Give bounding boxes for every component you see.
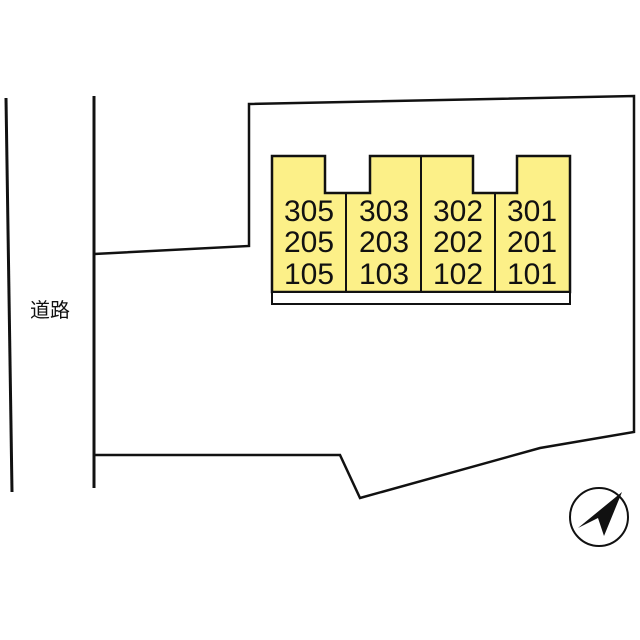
lot-boundary: [93, 94, 636, 500]
unit-number: 301: [507, 195, 557, 228]
balcony-strip: [271, 291, 571, 305]
unit-number: 203: [359, 226, 409, 259]
road-label: 道路: [30, 298, 70, 322]
unit-number: 202: [433, 226, 483, 259]
unit-number: 201: [507, 226, 557, 259]
unit-number: 305: [284, 195, 334, 228]
unit-number: 303: [359, 195, 409, 228]
road-edge-left: [4, 97, 14, 493]
unit-number: 101: [507, 258, 557, 291]
unit-number: 205: [284, 226, 334, 259]
unit-number: 102: [433, 258, 483, 291]
north-arrow-icon: [569, 487, 629, 547]
unit-number: 103: [359, 258, 409, 291]
unit-number: 302: [433, 195, 483, 228]
unit-number: 105: [284, 258, 334, 291]
